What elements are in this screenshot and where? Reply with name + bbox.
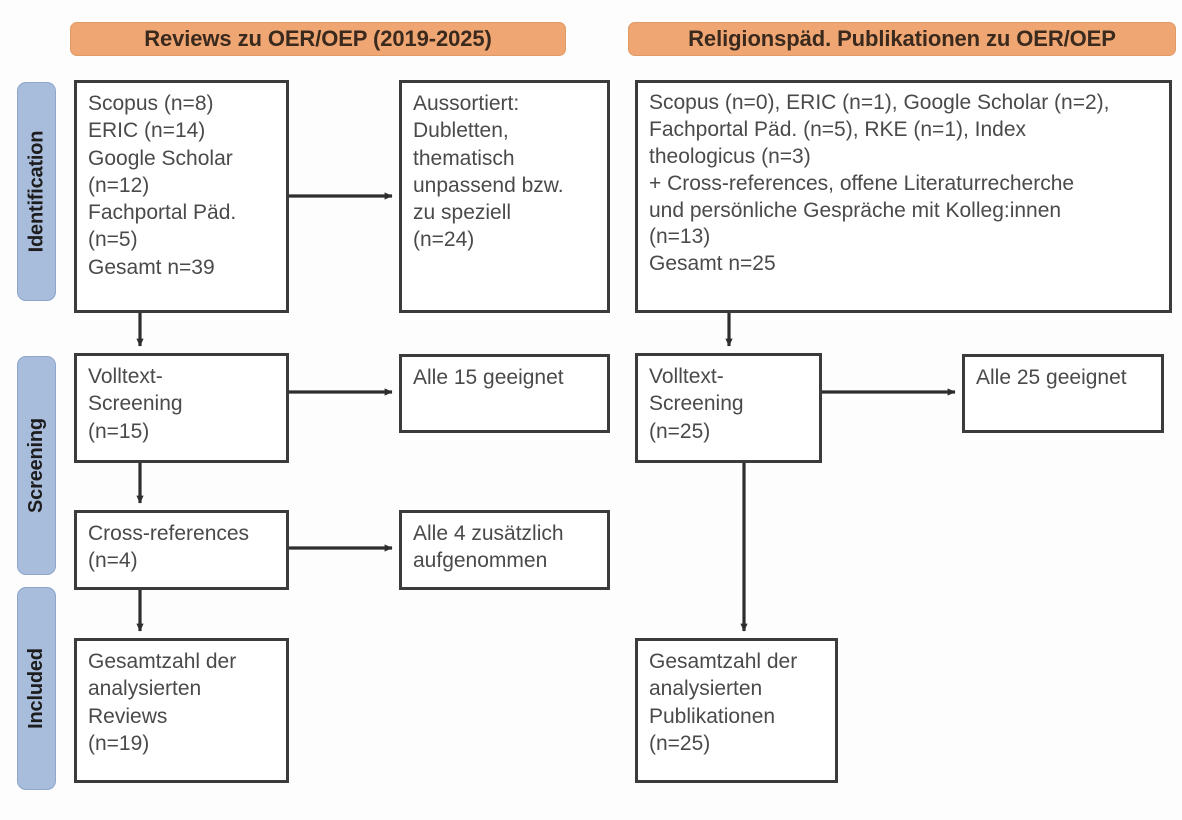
- box-left-crossrefs: Cross-references (n=4): [74, 510, 289, 590]
- column-banner-left: Reviews zu OER/OEP (2019-2025): [70, 22, 566, 56]
- column-banner-left-label: Reviews zu OER/OEP (2019-2025): [144, 26, 492, 51]
- phase-label-included-text: Included: [25, 648, 48, 729]
- box-right-included: Gesamtzahl der analysierten Publikatione…: [635, 638, 838, 783]
- phase-label-screening-text: Screening: [25, 418, 47, 513]
- box-right-screening-result: Alle 25 geeignet: [962, 354, 1164, 433]
- column-banner-right: Religionspäd. Publikationen zu OER/OEP: [628, 22, 1176, 56]
- box-left-screening: Volltext- Screening (n=15): [74, 353, 289, 463]
- phase-label-included: Included: [17, 587, 56, 790]
- box-left-crossrefs-result: Alle 4 zusätzlich aufgenommen: [399, 510, 610, 590]
- box-left-identification: Scopus (n=8) ERIC (n=14) Google Scholar …: [74, 80, 289, 313]
- column-banner-right-label: Religionspäd. Publikationen zu OER/OEP: [688, 26, 1116, 51]
- box-left-screening-result: Alle 15 geeignet: [399, 354, 610, 433]
- box-left-included: Gesamtzahl der analysierten Reviews (n=1…: [74, 638, 289, 783]
- box-left-excluded: Aussortiert: Dubletten, thematisch unpas…: [399, 80, 610, 313]
- phase-label-screening: Screening: [17, 356, 56, 575]
- phase-label-identification: Identification: [17, 82, 56, 301]
- box-right-screening: Volltext- Screening (n=25): [635, 353, 822, 463]
- phase-label-identification-text: Identification: [25, 130, 47, 253]
- box-right-identification: Scopus (n=0), ERIC (n=1), Google Scholar…: [635, 80, 1172, 313]
